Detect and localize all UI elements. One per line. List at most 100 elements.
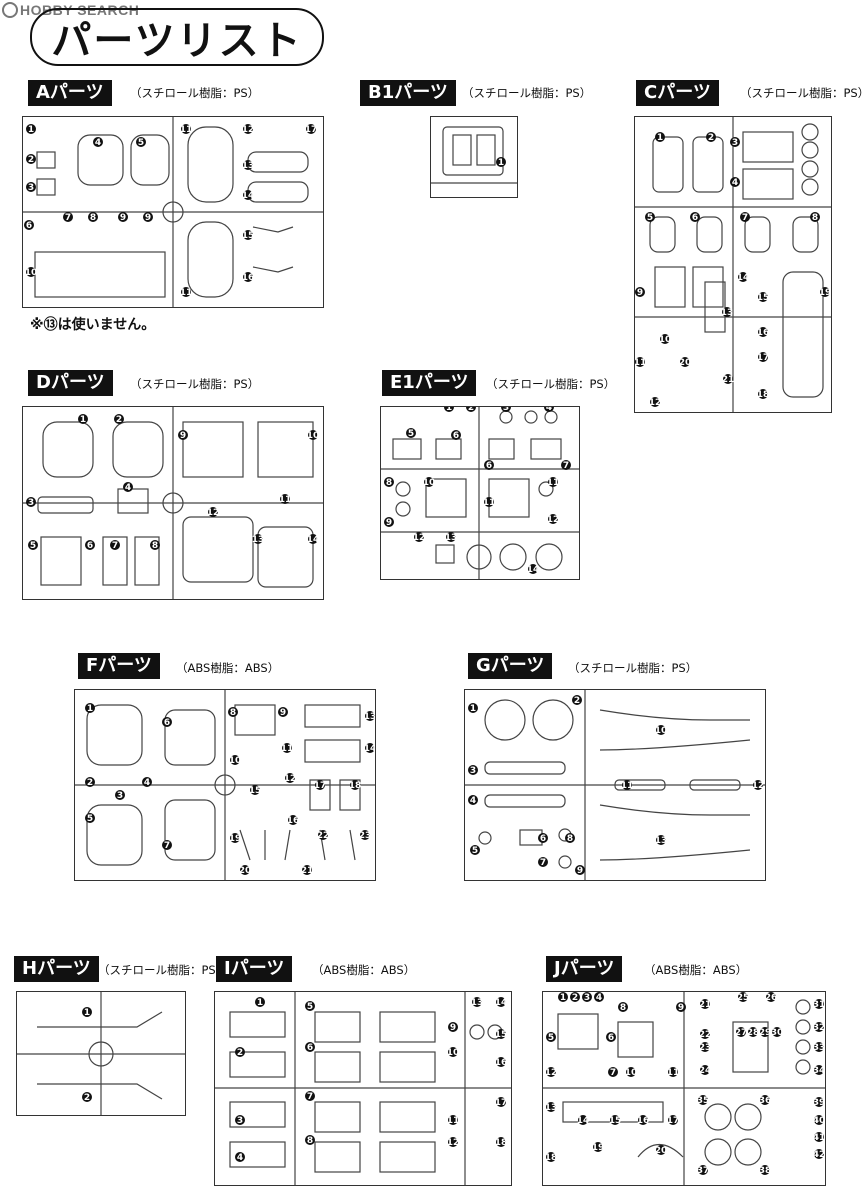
part-number-marker — [88, 212, 98, 222]
part-number-label: 11 — [635, 358, 646, 368]
part-number-marker — [736, 1027, 746, 1037]
part-number-marker — [606, 1032, 616, 1042]
part-number-marker — [698, 1095, 708, 1105]
part-number-label: 1 — [87, 704, 93, 714]
part-number-marker — [656, 835, 666, 845]
tag-i: Iパーツ — [216, 956, 293, 982]
part-number-label: 17 — [495, 1098, 508, 1108]
part-number-label: 17 — [757, 353, 770, 363]
part-number-label: 2 — [237, 1048, 243, 1058]
part-number-marker — [253, 534, 263, 544]
part-number-label: 3 — [470, 766, 476, 776]
part-number-marker — [820, 287, 830, 297]
part-number-label: 10 — [25, 268, 38, 278]
part-number-label: 10 — [229, 756, 242, 766]
part-number-marker — [315, 780, 325, 790]
part-number-label: 7 — [540, 858, 546, 868]
part-number-label: 16 — [495, 1058, 508, 1068]
part-number-label: 18 — [495, 1138, 508, 1148]
part-number-label: 8 — [90, 213, 96, 223]
part-number-marker — [578, 1115, 588, 1125]
part-number-marker — [305, 1042, 315, 1052]
part-number-marker — [738, 272, 748, 282]
part-number-label: 8 — [152, 541, 158, 551]
part-number-marker — [28, 540, 38, 550]
part-number-label: 7 — [164, 841, 170, 851]
part-number-marker — [572, 695, 582, 705]
part-number-label: 20 — [655, 1146, 668, 1156]
part-number-marker — [468, 703, 478, 713]
part-number-label: 9 — [577, 866, 583, 876]
part-number-marker — [546, 1152, 556, 1162]
part-number-label: 5 — [548, 1033, 554, 1043]
part-number-label: 5 — [87, 814, 93, 824]
part-number-label: 6 — [453, 431, 459, 441]
part-number-label: 1 — [470, 704, 476, 714]
part-number-marker — [308, 534, 318, 544]
part-number-marker — [668, 1067, 678, 1077]
part-number-marker — [593, 1142, 603, 1152]
part-number-marker — [78, 414, 88, 424]
part-number-marker — [645, 212, 655, 222]
part-number-label: 9 — [637, 288, 643, 298]
part-number-marker — [484, 460, 494, 470]
part-number-label: 1 — [446, 407, 452, 413]
part-number-label: 12 — [649, 398, 662, 408]
tag-f: Fパーツ — [78, 653, 160, 679]
part-number-label: 3 — [28, 183, 34, 193]
material-b1: （スチロール樹脂：PS） — [462, 86, 592, 100]
material-f: （ABS樹脂：ABS） — [176, 661, 280, 675]
part-number-marker — [814, 1132, 824, 1142]
part-number-marker — [748, 1027, 758, 1037]
tag-e1: E1パーツ — [382, 370, 477, 396]
part-number-label: 17 — [314, 781, 327, 791]
part-number-marker — [700, 999, 710, 1009]
part-number-label: 14 — [495, 998, 508, 1008]
part-number-marker — [538, 857, 548, 867]
sprue-b1-drawing: 1 — [431, 126, 517, 184]
part-number-label: 14 — [307, 535, 320, 545]
part-number-marker — [243, 272, 253, 282]
part-number-marker — [243, 230, 253, 240]
part-number-label: 13 — [545, 1103, 558, 1113]
part-number-marker — [638, 1115, 648, 1125]
part-number-label: 18 — [757, 390, 770, 400]
part-number-marker — [470, 845, 480, 855]
part-number-marker — [468, 795, 478, 805]
part-number-label: 8 — [567, 834, 573, 844]
tag-c: Cパーツ — [636, 80, 719, 106]
part-number-label: 6 — [540, 834, 546, 844]
part-number-label: 9 — [450, 1023, 456, 1033]
part-number-marker — [635, 287, 645, 297]
part-number-label: 28 — [747, 1028, 760, 1038]
part-number-marker — [565, 833, 575, 843]
page-title-frame: パーツリスト — [30, 8, 324, 66]
part-number-marker — [230, 755, 240, 765]
part-number-marker — [150, 540, 160, 550]
part-number-marker — [738, 992, 748, 1002]
part-number-label: 15 — [242, 231, 255, 241]
part-number-label: 6 — [608, 1033, 614, 1043]
part-number-label: 20 — [679, 358, 692, 368]
part-number-label: 16 — [287, 816, 300, 826]
part-number-label: 23 — [359, 831, 372, 841]
part-number-label: 2 — [468, 407, 474, 413]
part-number-label: 6 — [307, 1043, 313, 1053]
part-number-label: 38 — [759, 1166, 772, 1176]
part-number-marker — [243, 190, 253, 200]
part-number-marker — [635, 357, 645, 367]
part-number-marker — [85, 813, 95, 823]
part-number-marker — [656, 725, 666, 735]
note-unused-part: ※⑬は使いません。 — [30, 317, 156, 333]
part-number-label: 3 — [237, 1116, 243, 1126]
part-number-marker — [546, 1102, 556, 1112]
part-number-label: 1 — [560, 993, 566, 1003]
part-number-label: 8 — [230, 708, 236, 718]
part-number-marker — [814, 1115, 824, 1125]
part-number-marker — [758, 389, 768, 399]
part-number-marker — [110, 540, 120, 550]
part-number-label: 4 — [470, 796, 476, 806]
